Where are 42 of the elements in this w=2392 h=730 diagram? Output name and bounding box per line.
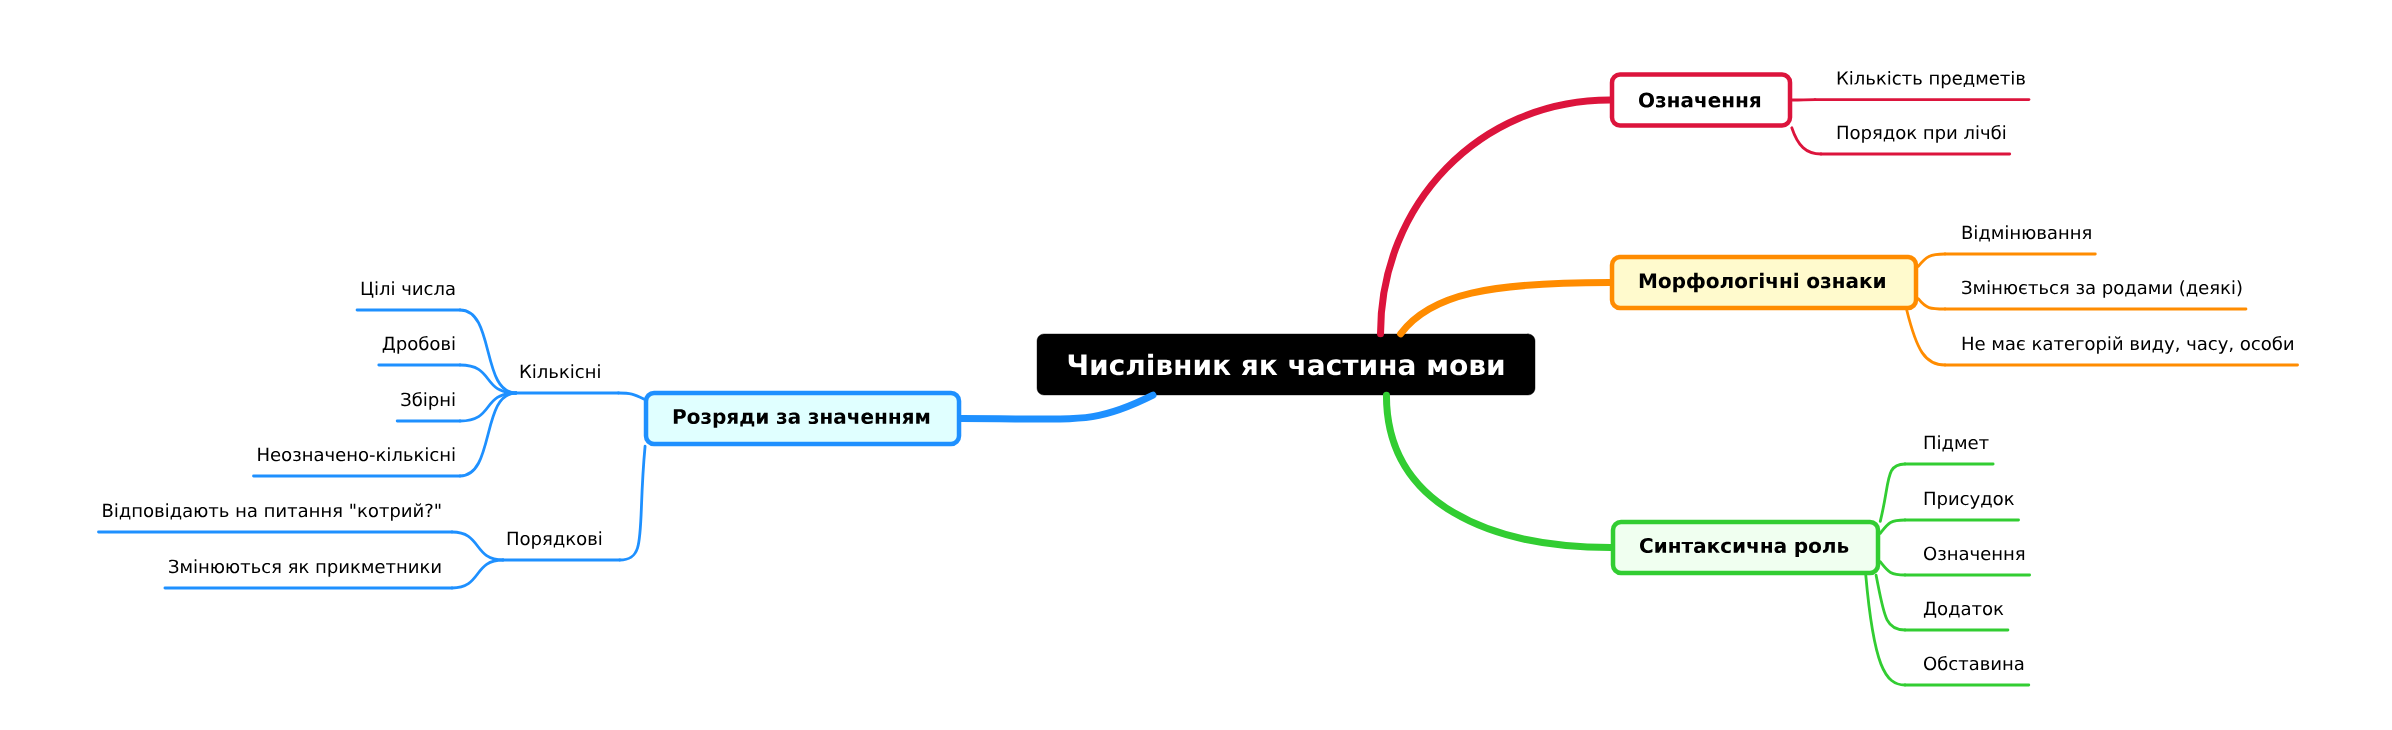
branch-line: [1916, 297, 1947, 311]
branch-box: Розряди за значенням: [643, 390, 962, 447]
subtopic-label: Збірні: [395, 392, 462, 423]
branch-box: Морфологічні ознаки: [1609, 254, 1919, 311]
branch-box: Означення: [1609, 72, 1793, 128]
branch-line: [458, 391, 518, 478]
branch-line: [1916, 252, 1947, 268]
subtopic-label: Кількість предметів: [1813, 70, 2031, 101]
subtopic-label: Додаток: [1903, 601, 2010, 632]
subtopic-label: Цілі числа: [355, 281, 462, 312]
subtopic-label: Відповідають на питання "котрий?": [97, 503, 454, 534]
subtopic-label: Присудок: [1903, 491, 2020, 522]
branch-line: [617, 391, 646, 401]
branch-box: Синтаксична роль: [1610, 519, 1881, 576]
branch-line: [1790, 126, 1823, 156]
subtopic-label: Відмінювання: [1943, 225, 2097, 256]
subtopic-label: Означення: [1903, 546, 2031, 577]
branch-line: [1790, 98, 1817, 102]
subtopic-label: Змінюється за родами (деякі): [1943, 280, 2248, 311]
branch-line: [458, 308, 518, 395]
branch-line: [1878, 462, 1907, 523]
branch-line: [1382, 391, 1615, 551]
subtopic-label: Неозначено-кількісні: [252, 447, 462, 478]
branch-line: [1905, 308, 1947, 367]
subtopic-label: Підмет: [1903, 435, 1995, 466]
subtopic-label: Обставина: [1903, 656, 2031, 687]
branch-line: [618, 444, 647, 562]
branch-line: [450, 530, 505, 562]
subtopic-label: Змінюються як прикметники: [163, 559, 454, 590]
subtopic-label: Не має категорій виду, часу, особи: [1943, 336, 2299, 367]
branch-line: [1397, 279, 1614, 338]
subtopic-label: Порядок при лічбі: [1819, 125, 2012, 156]
branch-line: [450, 558, 505, 590]
subtopic-label: Кількісні: [514, 364, 620, 395]
branch-line: [1878, 560, 1907, 577]
subtopic-label: Порядкові: [501, 531, 622, 562]
branch-line: [1874, 573, 1907, 632]
subtopic-label: Дробові: [377, 336, 462, 367]
branch-line: [957, 391, 1157, 423]
branch-line: [1878, 518, 1907, 535]
branch-line: [1864, 573, 1907, 687]
central-topic-box: Числівник як частина мови: [1036, 333, 1536, 396]
